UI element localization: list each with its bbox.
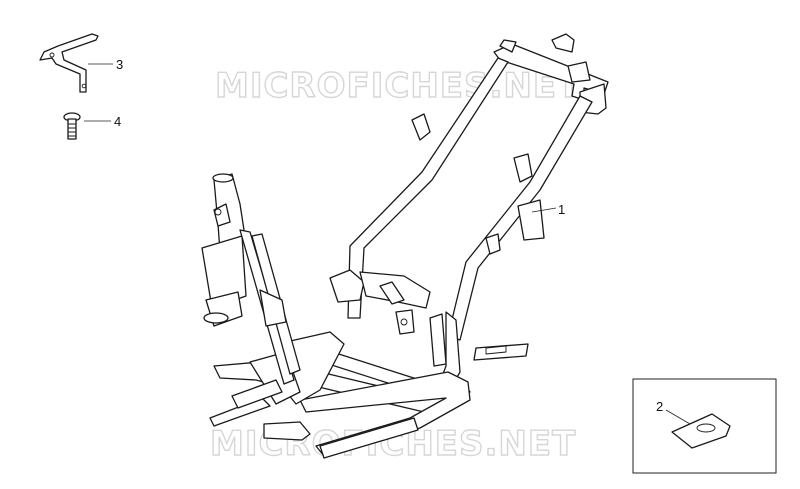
frame-part: [201, 33, 609, 459]
plate-part: [671, 413, 731, 449]
callout-3: 3: [116, 57, 123, 72]
screw-part: [63, 112, 81, 140]
bracket-part: [39, 33, 99, 93]
leader-1: [531, 207, 557, 213]
callout-2: 2: [656, 399, 663, 414]
leader-2: [665, 409, 691, 425]
callout-1: 1: [558, 202, 565, 217]
callout-4: 4: [114, 114, 121, 129]
watermark-top: MICROFICHES.NET: [215, 66, 581, 106]
inset-box: [632, 378, 777, 474]
